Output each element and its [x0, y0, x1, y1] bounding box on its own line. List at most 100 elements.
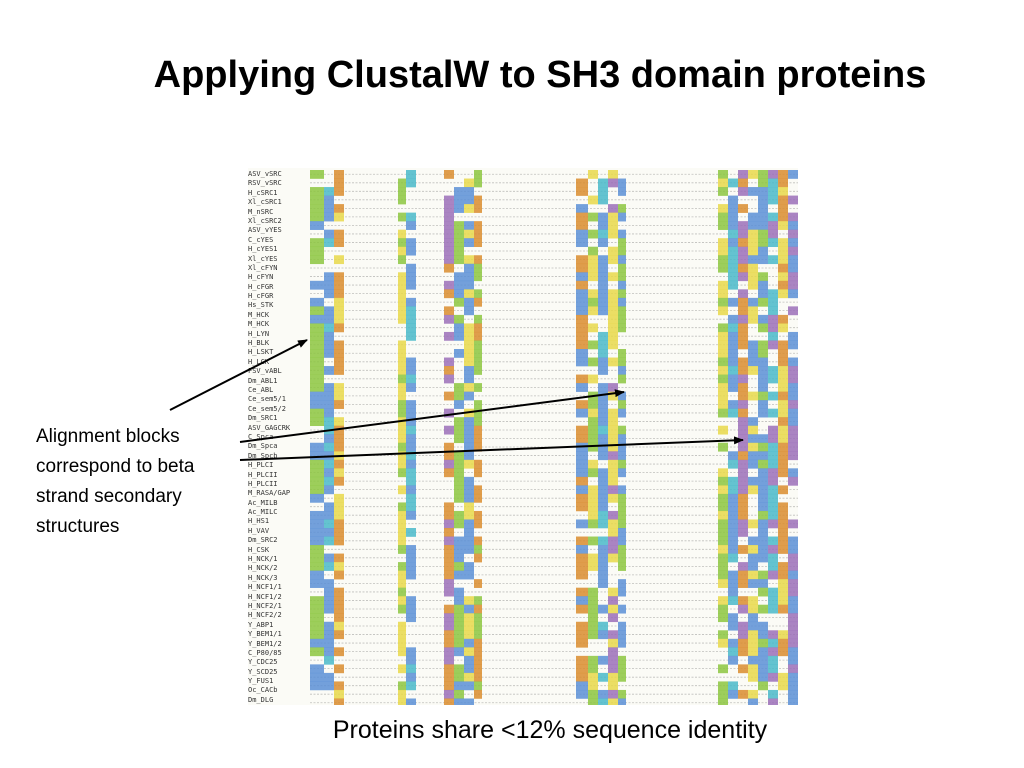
alignment-residue-block: [576, 323, 588, 333]
alignment-residue-block: [398, 272, 406, 282]
alignment-residue-block: [334, 349, 344, 358]
alignment-residue-block: [464, 366, 474, 375]
alignment-residue-block: [474, 442, 482, 452]
alignment-residue-block: [618, 510, 626, 520]
alignment-residue-block: [718, 476, 728, 486]
alignment-residue-block: [310, 246, 324, 256]
alignment-residue-block: [464, 510, 474, 520]
alignment-residue-block: [588, 246, 598, 256]
alignment-residue-block: [324, 289, 334, 299]
alignment-residue-block: [324, 630, 334, 640]
alignment-residue-block: [738, 528, 748, 537]
alignment-residue-block: [324, 510, 334, 520]
alignment-residue-block: [788, 246, 798, 256]
alignment-residue-block: [334, 366, 344, 375]
alignment-residue-block: [608, 698, 618, 705]
alignment-residue-block: [588, 434, 598, 444]
sequence-name: M_RASA/GAP: [248, 489, 291, 498]
alignment-residue-block: [598, 519, 608, 529]
alignment-residue-block: [738, 272, 748, 282]
sequence-name: Ac_MILB: [248, 498, 278, 507]
alignment-residue-block: [618, 349, 626, 358]
alignment-residue-block: [334, 187, 344, 196]
alignment-residue-block: [758, 502, 768, 512]
alignment-residue-block: [768, 408, 778, 418]
alignment-residue-block: [588, 604, 598, 614]
alignment-residue-block: [778, 417, 788, 427]
sequence-name: Dm_Spca: [248, 442, 278, 451]
alignment-residue-block: [464, 383, 474, 392]
alignment-residue-block: [444, 280, 454, 290]
alignment-residue-block: [768, 698, 778, 705]
alignment-residue-block: [738, 442, 748, 452]
alignment-residue-block: [324, 212, 334, 222]
alignment-residue-block: [334, 476, 344, 486]
alignment-residue-block: [444, 425, 454, 435]
alignment-residue-block: [576, 596, 588, 606]
alignment-residue-block: [576, 238, 588, 248]
alignment-residue-block: [406, 698, 416, 705]
alignment-residue-block: [334, 170, 344, 179]
alignment-residue-block: [398, 178, 406, 188]
alignment-residue-block: [758, 408, 768, 418]
alignment-residue-block: [324, 528, 334, 537]
alignment-residue-block: [474, 621, 482, 631]
alignment-residue-block: [618, 630, 626, 640]
alignment-residue-block: [748, 349, 758, 358]
alignment-residue-block: [598, 451, 608, 461]
alignment-residue-block: [444, 314, 454, 324]
alignment-residue-block: [768, 562, 778, 571]
alignment-residue-block: [758, 314, 768, 324]
alignment-residue-block: [608, 229, 618, 239]
alignment-residue-block: [454, 689, 464, 699]
alignment-residue-block: [748, 366, 758, 375]
alignment-residue-block: [310, 451, 324, 461]
alignment-residue-block: [718, 596, 728, 606]
alignment-residue-block: [778, 391, 788, 401]
alignment-residue-block: [598, 493, 608, 503]
alignment-residue-block: [788, 451, 798, 461]
alignment-residue-block: [398, 545, 406, 554]
alignment-residue-block: [454, 562, 464, 571]
alignment-residue-block: [576, 178, 588, 188]
alignment-residue-block: [718, 340, 728, 350]
alignment-residue-block: [788, 306, 798, 316]
alignment-residue-block: [598, 187, 608, 196]
sequence-name: H_NCK/3: [248, 573, 278, 582]
alignment-residue-block: [398, 647, 406, 657]
sequence-name: Dm_ABL1: [248, 376, 278, 385]
alignment-residue-block: [576, 545, 588, 554]
alignment-residue-block: [618, 493, 626, 503]
alignment-residue-block: [728, 212, 738, 222]
alignment-residue-block: [788, 570, 798, 580]
alignment-residue-block: [334, 434, 344, 444]
alignment-residue-block: [728, 536, 738, 546]
alignment-residue-block: [310, 545, 324, 554]
alignment-residue-block: [718, 681, 728, 691]
sequence-name: H_LCK: [248, 357, 270, 366]
alignment-residue-block: [310, 238, 324, 248]
alignment-residue-block: [788, 672, 798, 682]
alignment-residue-block: [718, 349, 728, 358]
alignment-residue-block: [444, 698, 454, 705]
sequence-name: Ac_MILC: [248, 508, 278, 517]
alignment-residue-block: [464, 570, 474, 580]
alignment-residue-block: [398, 621, 406, 631]
alignment-residue-block: [398, 604, 406, 614]
alignment-residue-block: [398, 519, 406, 529]
alignment-residue-block: [324, 579, 334, 588]
alignment-residue-block: [406, 562, 416, 571]
alignment-residue-block: [768, 195, 778, 205]
alignment-residue-block: [334, 468, 344, 478]
alignment-residue-block: [728, 502, 738, 512]
alignment-residue-block: [718, 604, 728, 614]
alignment-residue-block: [758, 579, 768, 588]
alignment-residue-block: [598, 280, 608, 290]
alignment-residue-block: [758, 528, 768, 537]
alignment-residue-block: [334, 621, 344, 631]
alignment-residue-block: [758, 229, 768, 239]
alignment-residue-block: [788, 366, 798, 375]
alignment-residue-block: [718, 306, 728, 316]
alignment-residue-block: [454, 587, 464, 597]
alignment-residue-block: [398, 391, 406, 401]
